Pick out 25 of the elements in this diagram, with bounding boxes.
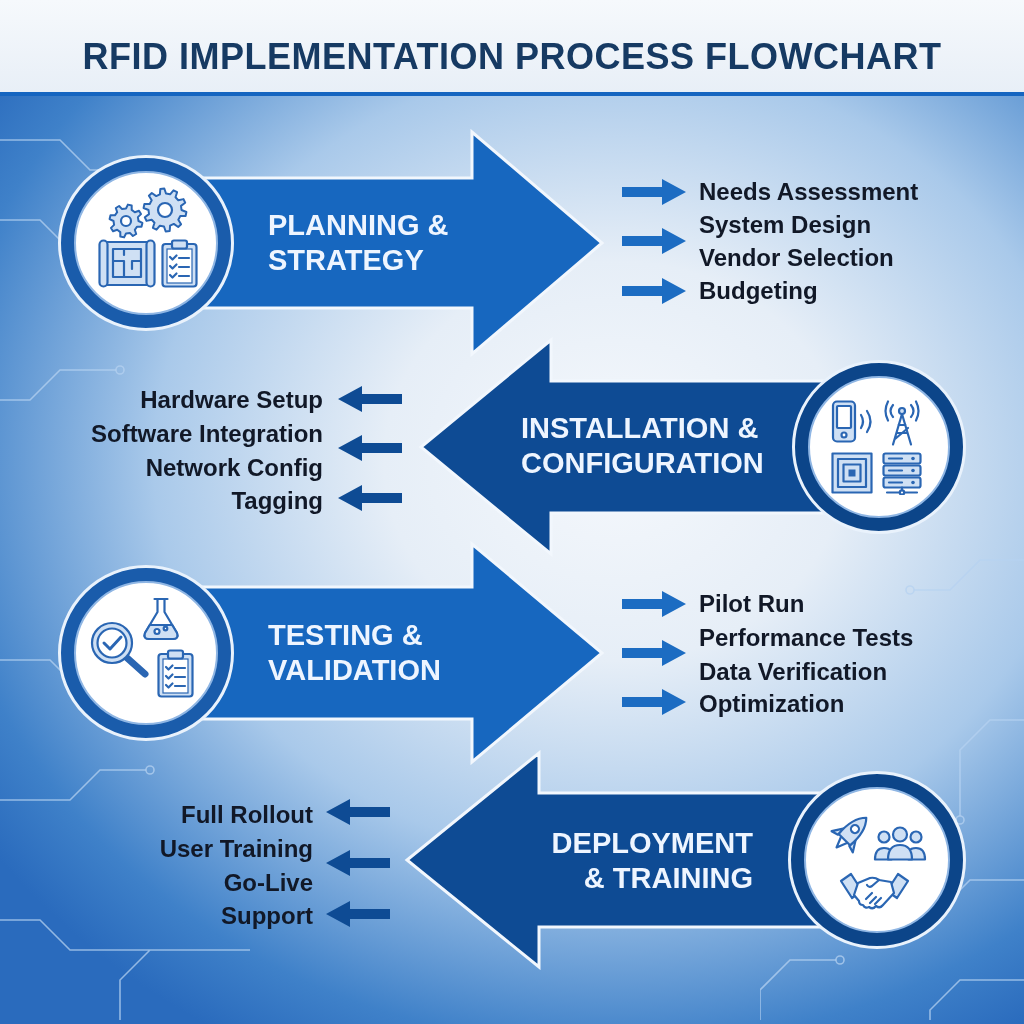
stage-title: TESTING & VALIDATION [268, 618, 442, 688]
stage-arrow [55, 541, 605, 765]
stage-arrow [55, 129, 605, 357]
step-text: Data Verification [699, 658, 888, 686]
stage-arrow [404, 750, 969, 970]
step-text: Support [221, 902, 313, 930]
stage-title: DEPLOYMENT & TRAINING [550, 826, 753, 896]
step-text: Needs Assessment [699, 178, 919, 206]
step-text: Software Integration [90, 420, 323, 448]
stage-title: PLANNING & STRATEGY [268, 208, 450, 278]
step-text: Go-Live [223, 869, 313, 897]
step-text: Pilot Run [699, 590, 805, 618]
step-text: Full Rollout [181, 801, 313, 829]
step-text: Tagging [231, 487, 323, 515]
step-text: System Design [699, 211, 872, 239]
step-text: Vendor Selection [699, 244, 894, 272]
step-text: User Training [159, 835, 313, 863]
page-title: RFID IMPLEMENTATION PROCESS FLOWCHART [82, 37, 942, 77]
stage-title: INSTALLATION & CONFIGURATION [521, 411, 765, 481]
step-text: Budgeting [699, 277, 818, 305]
step-text: Optimization [699, 690, 845, 718]
step-text: Network Config [145, 454, 323, 482]
step-text: Performance Tests [699, 624, 914, 652]
stage-arrow [418, 337, 969, 557]
step-text: Hardware Setup [140, 386, 323, 414]
